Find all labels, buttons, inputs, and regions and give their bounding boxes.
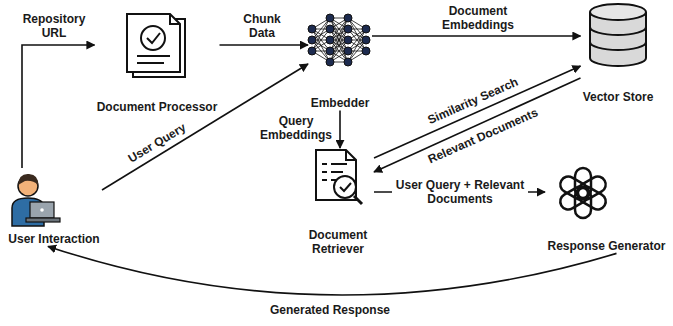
retriever-icon: [316, 150, 362, 204]
user-icon: [12, 174, 60, 226]
edge-label: Chunk Data: [232, 12, 292, 41]
edge-label: Query Embeddings: [254, 114, 338, 143]
node-label: User Interaction: [6, 232, 102, 246]
connector: [339, 110, 341, 148]
component-node: User Interaction: [6, 168, 102, 246]
node-label: Vector Store: [581, 90, 656, 104]
node-label: Embedder: [308, 96, 372, 110]
node-label: Document Retriever: [302, 228, 374, 257]
component-node: Vector Store: [581, 4, 656, 104]
node-label: Document Processor: [95, 100, 220, 114]
component-node: Document Processor: [95, 12, 220, 114]
component-node: Document Retriever: [302, 148, 374, 257]
document-icon: [127, 14, 185, 77]
edge-label: User Query + Relevant Documents: [392, 178, 528, 207]
network-icon: [308, 14, 370, 66]
connector: [22, 45, 95, 168]
connector: [102, 64, 308, 190]
generator-logo: [557, 168, 608, 218]
database-icon: [590, 4, 646, 66]
edge-label: Document Embeddings: [436, 4, 520, 33]
connector: [372, 35, 581, 37]
component-node: Embedder: [308, 8, 372, 110]
node-label: Response Generator: [545, 239, 668, 253]
connector: [220, 44, 309, 46]
component-node: Response Generator: [545, 165, 668, 253]
edge-label: Generated Response: [268, 303, 392, 317]
edge-label: Repository URL: [12, 12, 96, 41]
